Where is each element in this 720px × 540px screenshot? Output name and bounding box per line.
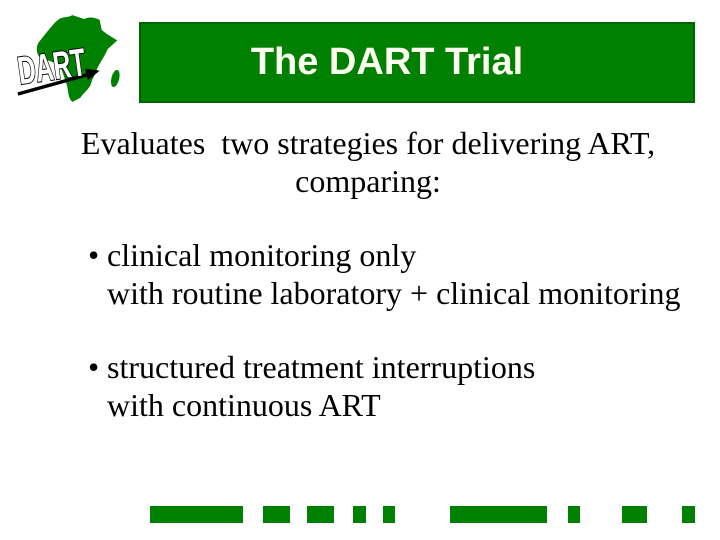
lead-line-1: Evaluates two strategies for delivering … (80, 125, 656, 161)
footer-dash (307, 506, 334, 523)
footer-dash (450, 506, 547, 523)
footer-dash (383, 506, 395, 523)
slide-title: The DART Trial (250, 41, 524, 83)
bullet-item-1: • clinical monitoring only with routine … (88, 236, 688, 312)
logo-arrow-shaft (17, 72, 89, 96)
lead-paragraph: Evaluates two strategies for delivering … (58, 124, 678, 200)
footer-dash (150, 506, 243, 523)
bullet-2-text: structured treatment interruptions with … (107, 348, 535, 424)
footer-dash (682, 506, 695, 523)
title-banner: The DART Trial (139, 22, 695, 103)
bullet-1-text: clinical monitoring only with routine la… (107, 236, 680, 312)
bullet-2-line-2: with continuous ART (107, 387, 381, 423)
bullet-1-line-1: clinical monitoring only (107, 237, 417, 273)
bullet-marker: • (88, 237, 100, 273)
africa-map-icon (36, 15, 120, 102)
footer-dash (263, 506, 290, 523)
logo-dart-text: DART (15, 41, 89, 93)
lead-line-2: comparing: (295, 163, 441, 199)
bullet-marker: • (88, 349, 100, 385)
dart-africa-logo: DART (14, 15, 120, 102)
footer-dash (568, 506, 580, 523)
bullet-item-2: • structured treatment interruptions wit… (88, 348, 688, 424)
footer-dash (622, 506, 647, 523)
footer-dash (353, 506, 366, 523)
bullet-1-line-2: with routine laboratory + clinical monit… (107, 275, 681, 311)
bullet-2-line-1: structured treatment interruptions (107, 349, 536, 385)
logo-arrow-head (85, 68, 100, 81)
